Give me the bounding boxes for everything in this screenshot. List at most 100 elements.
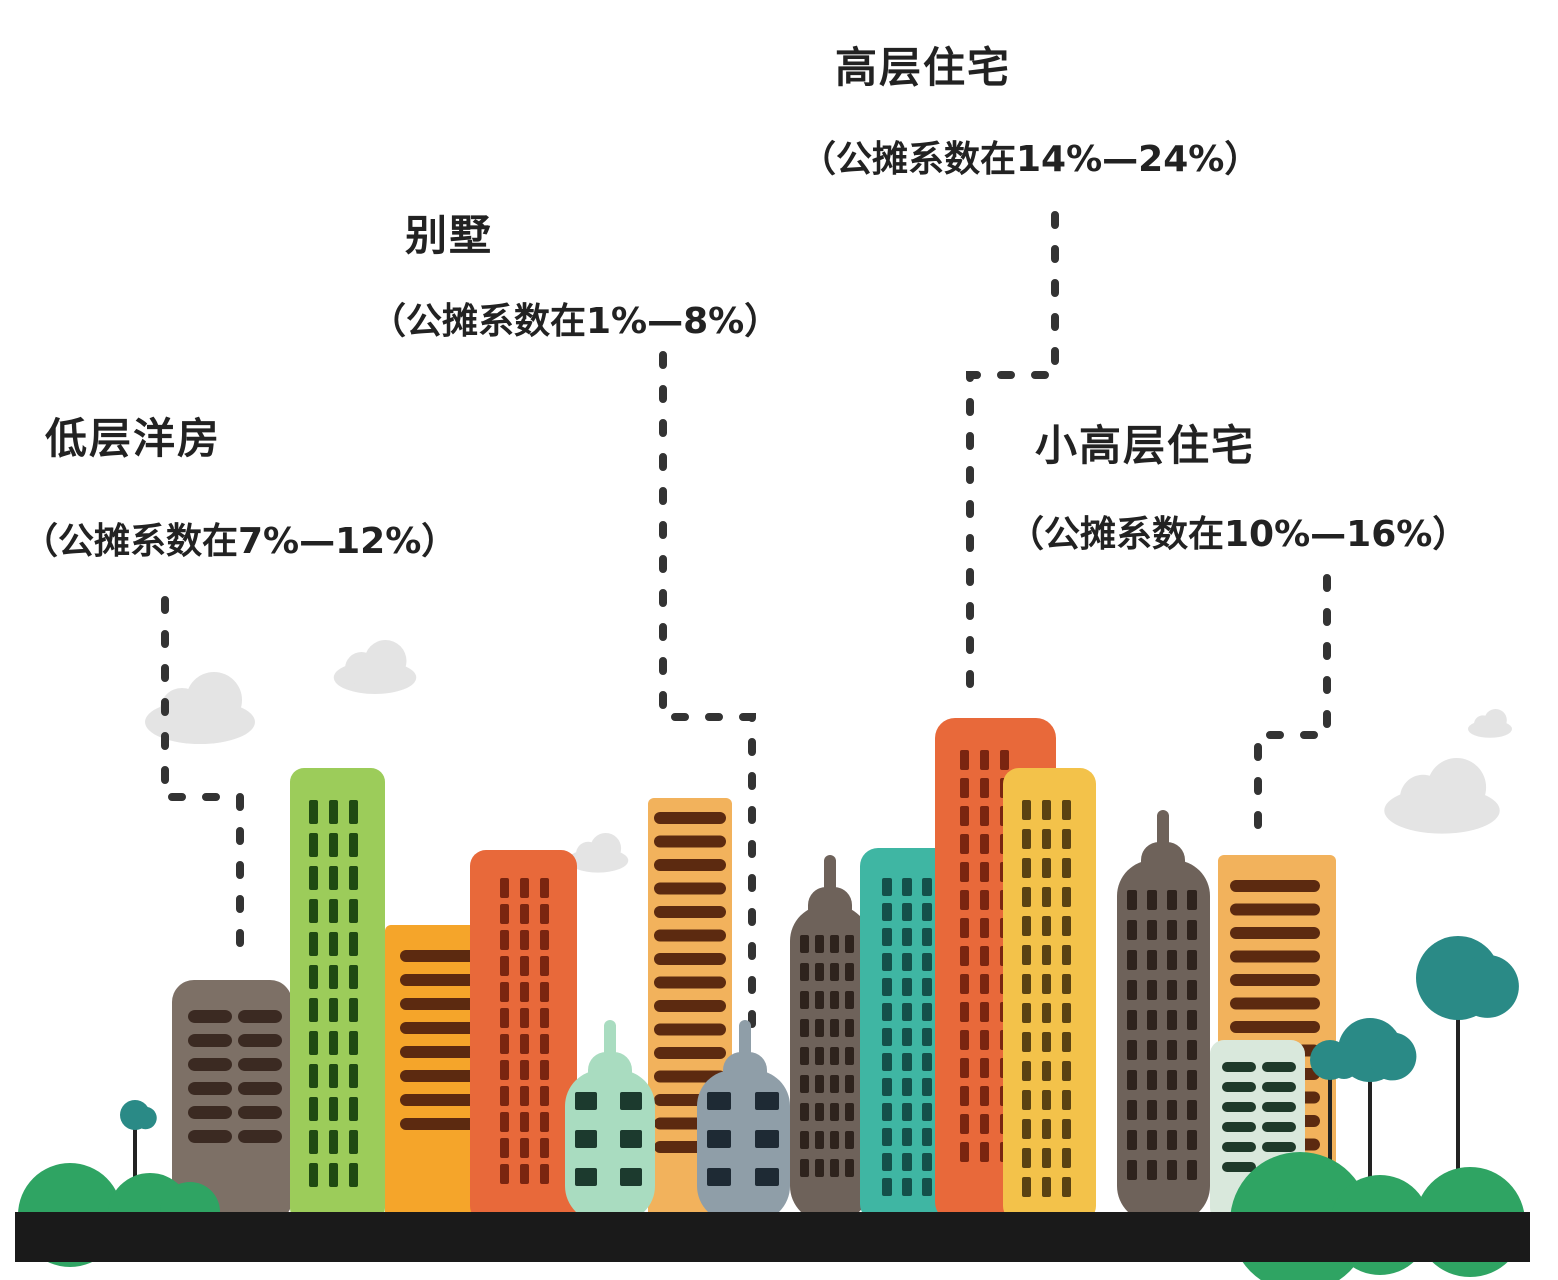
window (922, 878, 932, 896)
tree-icon (1416, 936, 1519, 1200)
window (980, 1086, 989, 1106)
window (902, 1053, 912, 1071)
window (845, 1159, 854, 1177)
building-brown-low (172, 980, 292, 1222)
window (1127, 890, 1137, 910)
window (1167, 1040, 1177, 1060)
window (830, 1019, 839, 1037)
window (1042, 1032, 1051, 1052)
window (755, 1092, 779, 1110)
label-high-rise-title: 高层住宅 (835, 43, 1012, 92)
window (980, 1030, 989, 1050)
window (1062, 887, 1071, 907)
window (902, 928, 912, 946)
window (922, 953, 932, 971)
window (707, 1130, 731, 1148)
window (1167, 890, 1177, 910)
window (1127, 920, 1137, 940)
window (1147, 950, 1157, 970)
window (960, 862, 969, 882)
window (1022, 800, 1031, 820)
window (329, 833, 338, 857)
leader-line-villa (659, 351, 756, 1044)
window (902, 1153, 912, 1171)
window (1062, 1061, 1071, 1081)
window (800, 991, 809, 1009)
building-orange-red (470, 850, 577, 1222)
window (309, 866, 318, 890)
window (654, 812, 726, 824)
window (845, 1019, 854, 1037)
window (960, 1142, 969, 1162)
window (1187, 920, 1197, 940)
window (500, 982, 509, 1002)
window (329, 1064, 338, 1088)
window (500, 956, 509, 976)
window (1000, 750, 1009, 770)
window (349, 1031, 358, 1055)
window (540, 956, 549, 976)
tree-trunk (1456, 978, 1460, 1200)
window (1062, 1119, 1071, 1139)
window (1222, 1142, 1256, 1152)
window (1222, 1062, 1256, 1072)
window (1127, 1070, 1137, 1090)
window (1042, 1177, 1051, 1197)
window (1230, 1021, 1320, 1033)
window (960, 918, 969, 938)
window (1127, 1040, 1137, 1060)
window (902, 978, 912, 996)
window (1062, 1032, 1071, 1052)
window (188, 1130, 232, 1143)
window (329, 1097, 338, 1121)
window (1062, 829, 1071, 849)
window (902, 1028, 912, 1046)
window (960, 1030, 969, 1050)
window (800, 935, 809, 953)
window (654, 929, 726, 942)
window (1062, 1090, 1071, 1110)
window (500, 1008, 509, 1028)
window (960, 750, 969, 770)
tree-trunk (1328, 1060, 1332, 1200)
window (520, 1008, 529, 1028)
window (1022, 829, 1031, 849)
window (882, 1178, 892, 1196)
building-brown-spire-left (790, 855, 870, 1222)
window (845, 963, 854, 981)
window (654, 976, 726, 989)
cloud-part (590, 833, 622, 864)
cloud-icon (567, 833, 629, 873)
window (309, 1064, 318, 1088)
window (960, 890, 969, 910)
window (349, 866, 358, 890)
window (960, 806, 969, 826)
window (960, 778, 969, 798)
window (1167, 920, 1177, 940)
window (800, 1103, 809, 1121)
window (309, 800, 318, 824)
cloud-part (364, 640, 407, 682)
cloud-icon (145, 672, 255, 744)
window (188, 1106, 232, 1119)
window (1062, 800, 1071, 820)
window (188, 1010, 232, 1023)
window (882, 878, 892, 896)
window (800, 1131, 809, 1149)
window (520, 878, 529, 898)
window (500, 1034, 509, 1054)
window (902, 1003, 912, 1021)
window (815, 1047, 824, 1065)
window (1042, 1003, 1051, 1023)
window (349, 1064, 358, 1088)
window (815, 1159, 824, 1177)
window (922, 1053, 932, 1071)
window (1222, 1122, 1256, 1132)
window (620, 1092, 642, 1110)
ground-strip (15, 1212, 1530, 1262)
window (815, 991, 824, 1009)
window (882, 1003, 892, 1021)
window (882, 903, 892, 921)
window (980, 862, 989, 882)
window (1042, 1090, 1051, 1110)
